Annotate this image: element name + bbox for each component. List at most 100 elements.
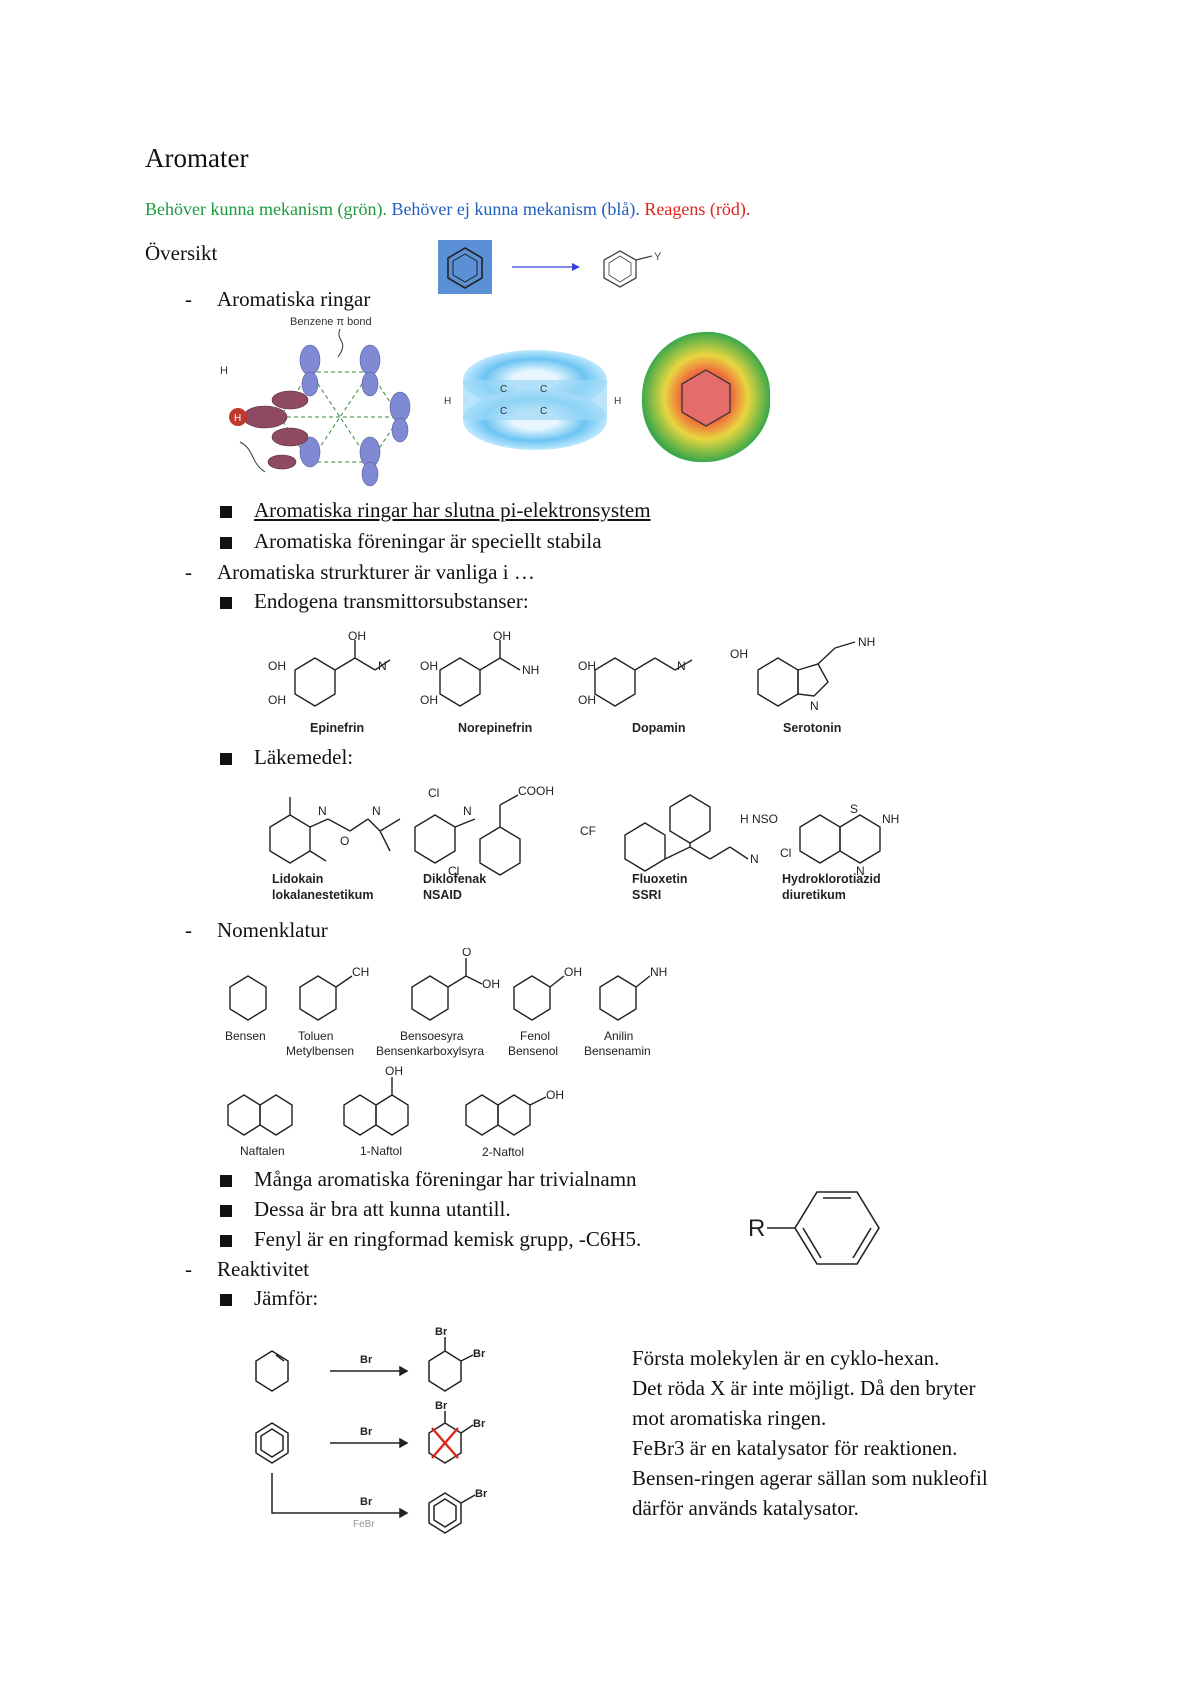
- c-label-1: C: [500, 384, 507, 395]
- r-label: R: [748, 1215, 765, 1242]
- rx2-br2: Br: [360, 1426, 373, 1438]
- nom-bensen: Bensen: [225, 1029, 266, 1043]
- naftol2-oh: OH: [546, 1088, 564, 1102]
- section-rings: Aromatiska ringar: [217, 287, 371, 311]
- dik-cl-1: Cl: [428, 786, 439, 800]
- do-n: N: [677, 659, 686, 673]
- rx3-febr3: FeBr: [353, 1519, 375, 1530]
- naftol1-oh: OH: [385, 1064, 403, 1078]
- hct-sulf: H NSO: [740, 812, 778, 826]
- nom-anilin: Anilin: [604, 1029, 633, 1043]
- hct-s: S: [850, 802, 858, 816]
- legend-blue: Behöver ej kunna mekanism (blå).: [391, 199, 640, 219]
- dik-cooh: COOH: [518, 784, 554, 798]
- drug-hydroklorotiazid-class: diuretikum: [782, 888, 846, 902]
- bullet-endogenous: Endogena transmittorsubstanser:: [254, 589, 529, 613]
- benzene-orbital-figures: Benzene π bond H H H H C C C C: [220, 316, 770, 487]
- flu-n: N: [750, 852, 759, 866]
- nt-serotonin: Serotonin: [783, 721, 841, 735]
- legend-green: Behöver kunna mekanism (grön).: [145, 199, 387, 219]
- do-ho-1: OH: [578, 659, 596, 673]
- nom-2-naftol: 2-Naftol: [482, 1145, 524, 1159]
- note-line-4: FeBr3 är en katalysator för reaktionen.: [632, 1436, 958, 1460]
- nom-bensenamin: Bensenamin: [584, 1044, 651, 1058]
- nom-toluen: Toluen: [298, 1029, 333, 1043]
- hct-cl: Cl: [780, 846, 791, 860]
- bullet-memorize: Dessa är bra att kunna utantill.: [254, 1197, 511, 1221]
- rx2-br-a: Br: [435, 1400, 448, 1412]
- rx1-br-a: Br: [435, 1326, 448, 1338]
- reactivity-note: Första molekylen är en cyklo-hexan. Det …: [632, 1343, 988, 1523]
- h-label-right: H: [614, 396, 621, 407]
- flu-cf3: CF: [580, 824, 596, 838]
- drug-fluoxetin: Fluoxetin: [632, 872, 688, 886]
- ne-oh: OH: [493, 629, 511, 643]
- bullet-closed-pi: Aromatiska ringar har slutna pi-elektron…: [254, 498, 651, 522]
- bens-oh: OH: [482, 977, 500, 991]
- se-n: N: [810, 699, 819, 713]
- h-label-left: H: [444, 396, 451, 407]
- nom-metylbensen: Metylbensen: [286, 1044, 354, 1058]
- ne-ho-1: OH: [420, 659, 438, 673]
- overview-reaction: Y: [438, 240, 662, 294]
- lid-n2: N: [372, 804, 381, 818]
- nom-bensenkarboxylsyra: Bensenkarboxylsyra: [376, 1044, 484, 1058]
- note-line-2: Det röda X är inte möjligt. Då den bryte…: [632, 1376, 976, 1400]
- ani-nh2: NH: [650, 965, 667, 979]
- note-line-3: mot aromatiska ringen.: [632, 1406, 827, 1430]
- nt-epinefrin: Epinefrin: [310, 721, 364, 735]
- rx3-br: Br: [475, 1488, 488, 1500]
- bullet-trivial: Många aromatiska föreningar har trivialn…: [254, 1167, 637, 1191]
- drug-diklofenak-class: NSAID: [423, 888, 462, 902]
- pi-bond-label: Benzene π bond: [290, 316, 372, 328]
- drug-lidokain: Lidokain: [272, 872, 323, 886]
- bullet-compare: Jämför:: [254, 1286, 319, 1310]
- drug-diklofenak: Diklofenak: [423, 872, 486, 886]
- rx3-br2: Br: [360, 1496, 373, 1508]
- bullet-phenyl: Fenyl är en ringformad kemisk grupp, -C6…: [254, 1227, 642, 1251]
- overview-heading: Översikt: [145, 241, 218, 265]
- se-ho: OH: [730, 647, 748, 661]
- neurotransmitter-structures: OH OH OH N OH OH OH NH OH OH N OH N NH E…: [268, 629, 875, 735]
- drug-lidokain-class: lokalanestetikum: [272, 888, 373, 902]
- ne-nh2: NH: [522, 663, 539, 677]
- note-line-6: därför används katalysator.: [632, 1496, 859, 1520]
- nt-norepinefrin: Norepinefrin: [458, 721, 532, 735]
- fen-oh: OH: [564, 965, 582, 979]
- section-nomenclature: Nomenklatur: [217, 918, 328, 942]
- bullet-drugs: Läkemedel:: [254, 745, 354, 769]
- reactivity-comparison: Br Br Br Br Br Br Br Br FeBr: [255, 1326, 488, 1534]
- ne-ho-2: OH: [420, 693, 438, 707]
- se-nh2: NH: [858, 635, 875, 649]
- nom-bensenol: Bensenol: [508, 1044, 558, 1058]
- c-label-4: C: [540, 406, 547, 417]
- bens-o: O: [462, 948, 471, 959]
- note-line-1: Första molekylen är en cyklo-hexan.: [632, 1346, 940, 1370]
- section-reactivity: Reaktivitet: [217, 1257, 310, 1281]
- c-label-3: C: [500, 406, 507, 417]
- nom-fenol: Fenol: [520, 1029, 550, 1043]
- dik-cl-2: Cl: [448, 864, 459, 878]
- overview-y-label: Y: [654, 251, 662, 263]
- h-atom-label: H: [234, 413, 241, 424]
- tol-ch3: CH: [352, 965, 369, 979]
- drug-structures: N O N Cl N Cl COOH CF N H NSO Cl S NH N …: [269, 784, 899, 902]
- ep-ho-1: OH: [268, 659, 286, 673]
- do-ho-2: OH: [578, 693, 596, 707]
- rx2-br-b: Br: [473, 1418, 486, 1430]
- section-structures: Aromatiska strurkturer är vanliga i …: [217, 560, 535, 584]
- drug-fluoxetin-class: SSRI: [632, 888, 661, 902]
- nomenclature-row-2: OH OH Naftalen 1-Naftol 2-Naftol: [227, 1064, 564, 1159]
- ep-n: N: [378, 659, 387, 673]
- phenyl-structure: R: [748, 1191, 880, 1265]
- ep-oh: OH: [348, 629, 366, 643]
- ep-ho-2: OH: [268, 693, 286, 707]
- bullet-stable: Aromatiska föreningar är speciellt stabi…: [254, 529, 602, 553]
- drug-hydroklorotiazid: Hydroklorotiazid: [782, 872, 881, 886]
- nom-naftalen: Naftalen: [240, 1144, 285, 1158]
- rx1-br-b: Br: [473, 1348, 486, 1360]
- nom-1-naftol: 1-Naftol: [360, 1144, 402, 1158]
- hct-nh: NH: [882, 812, 899, 826]
- c-label-2: C: [540, 384, 547, 395]
- dik-n: N: [463, 804, 472, 818]
